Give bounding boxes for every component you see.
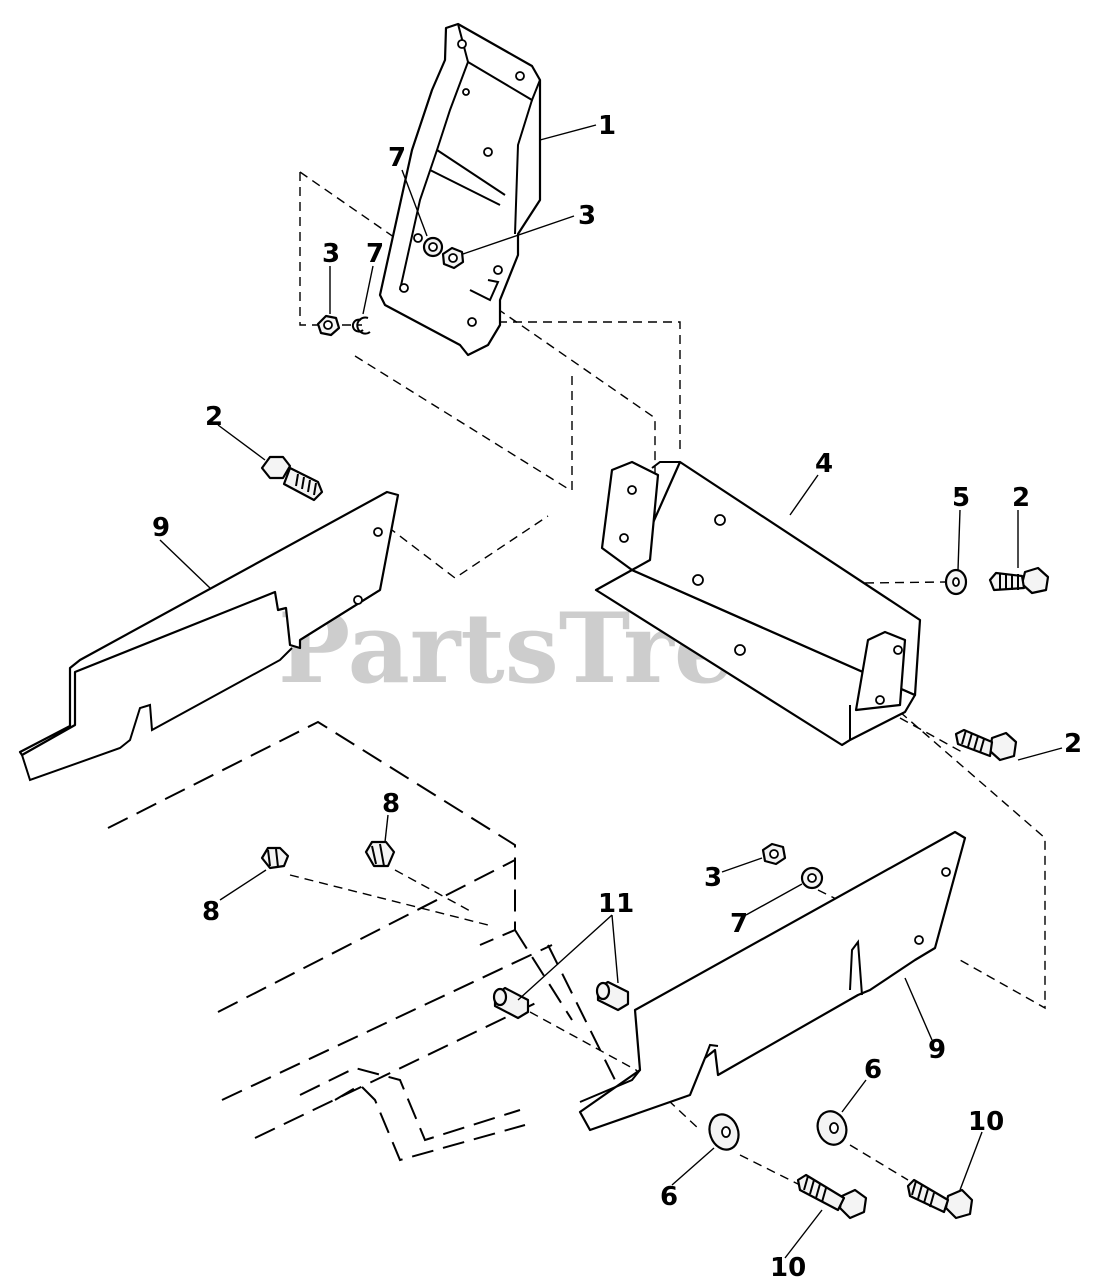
bolt-part-2-upper[interactable] [260, 455, 324, 502]
frame-outline [107, 720, 616, 1162]
spacer-part-11-right[interactable] [595, 980, 630, 1012]
callout-7-lower: 7 [730, 909, 748, 939]
callout-6-left: 6 [660, 1182, 678, 1212]
callout-3-upper: 3 [578, 201, 596, 231]
callout-leaders [159, 124, 1063, 1259]
callout-3-lower: 3 [704, 863, 722, 893]
bolt-part-2-lower[interactable] [954, 728, 1018, 762]
bolt-part-10-right[interactable] [906, 1178, 974, 1220]
callout-6-right: 6 [864, 1055, 882, 1085]
channel-part-4[interactable] [594, 460, 922, 747]
nut-part-3-left[interactable] [316, 314, 341, 337]
callout-8-left: 8 [202, 897, 220, 927]
callout-7-left: 7 [366, 239, 384, 269]
bolt-part-2-right[interactable] [988, 566, 1050, 595]
bolt-part-10-center[interactable] [796, 1173, 868, 1220]
callout-2-lower: 2 [1064, 729, 1082, 759]
lockwasher-part-7-upper[interactable] [422, 236, 444, 258]
lockwasher-part-7-lower[interactable] [800, 866, 824, 890]
callout-2-upper: 2 [205, 402, 223, 432]
callout-1: 1 [598, 111, 616, 141]
spacer-part-11-left[interactable] [492, 986, 530, 1020]
bracket-part-1[interactable] [378, 22, 542, 357]
washer-part-6-right[interactable] [813, 1107, 851, 1149]
callout-10-right: 10 [968, 1107, 1004, 1137]
lockwasher-part-7-left[interactable] [351, 316, 371, 335]
washer-part-5[interactable] [944, 568, 968, 596]
callout-3-left: 3 [322, 239, 340, 269]
callout-9-right: 9 [928, 1035, 946, 1065]
callout-5: 5 [952, 483, 970, 513]
side-plate-part-9-right[interactable] [578, 830, 967, 1132]
callout-8-center: 8 [382, 789, 400, 819]
insert-part-8-left[interactable] [260, 846, 290, 870]
callout-7-upper: 7 [388, 143, 406, 173]
nut-part-3-lower[interactable] [761, 842, 787, 866]
washer-part-6-left[interactable] [705, 1110, 744, 1153]
callout-9-left: 9 [152, 513, 170, 543]
nut-part-3-upper[interactable] [441, 246, 465, 270]
callout-4: 4 [815, 449, 833, 479]
callout-labels: 1 2 2 2 3 3 3 4 5 6 6 7 7 7 8 8 9 9 10 1… [152, 111, 1082, 1280]
callout-2-right: 2 [1012, 483, 1030, 513]
callout-10-center: 10 [770, 1253, 806, 1280]
side-plate-part-9-left[interactable] [18, 490, 400, 782]
callout-11: 11 [598, 889, 634, 919]
insert-part-8-center[interactable] [364, 840, 396, 868]
